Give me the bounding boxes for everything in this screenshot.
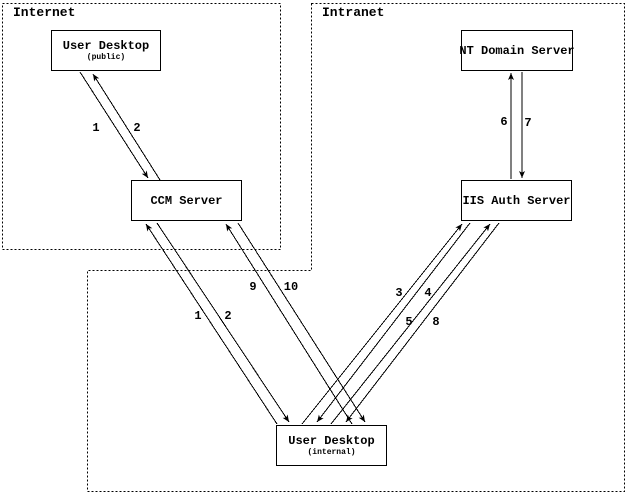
- region-label-intranet: Intranet: [322, 5, 385, 20]
- region-label-internet: Internet: [13, 5, 76, 20]
- edge-label-2: 2: [224, 309, 232, 323]
- edge-label-7: 7: [524, 116, 532, 130]
- node-subtitle: (internal): [307, 447, 356, 457]
- edge-line-2-ccm-server-to-user-desktop-internal: [156, 222, 290, 423]
- node-title: User Desktop: [62, 38, 150, 53]
- node-title: User Desktop: [288, 433, 375, 448]
- internet-region-border: [2, 3, 281, 250]
- edge-line-1-user-desktop-public-to-ccm-server: [79, 71, 149, 179]
- intranet-region-border: [87, 3, 625, 492]
- edges-group: [79, 71, 525, 425]
- node-subtitle: (public): [86, 52, 126, 62]
- edge-label-1: 1: [194, 309, 202, 323]
- edge-line-3-user-desktop-internal-to-iis-auth-server: [301, 223, 463, 425]
- edge-line-10-ccm-server-to-user-desktop-internal: [237, 222, 366, 423]
- edge-label-10: 10: [283, 280, 299, 294]
- node-ccm-server: CCM Server: [131, 180, 242, 221]
- edge-line-2-ccm-server-to-user-desktop-public: [92, 73, 161, 181]
- node-title: CCM Server: [150, 193, 223, 208]
- edge-label-4: 4: [424, 286, 432, 300]
- edge-label-2: 2: [133, 121, 141, 135]
- node-nt-domain-server: NT Domain Server: [459, 30, 575, 71]
- node-user-desktop-internal: User Desktop (internal): [276, 425, 387, 466]
- edge-line-4-iis-auth-server-to-user-desktop-internal: [316, 222, 471, 423]
- edge-label-3: 3: [395, 286, 403, 300]
- node-user-desktop-public: User Desktop (public): [51, 30, 161, 71]
- node-title: NT Domain Server: [459, 43, 575, 58]
- edge-line-9-user-desktop-internal-to-ccm-server: [225, 223, 353, 425]
- edge-label-9: 9: [249, 280, 257, 294]
- node-title: IIS Auth Server: [462, 193, 571, 208]
- edge-line-1-user-desktop-internal-to-ccm-server: [145, 223, 278, 425]
- edge-line-8-iis-auth-server-to-user-desktop-internal: [345, 222, 500, 423]
- edge-label-6: 6: [500, 115, 508, 129]
- edge-line-5-user-desktop-internal-to-iis-auth-server: [330, 223, 491, 425]
- edge-label-1: 1: [92, 121, 100, 135]
- node-iis-auth-server: IIS Auth Server: [461, 180, 572, 221]
- edge-label-5: 5: [405, 315, 413, 329]
- edge-label-8: 8: [432, 315, 440, 329]
